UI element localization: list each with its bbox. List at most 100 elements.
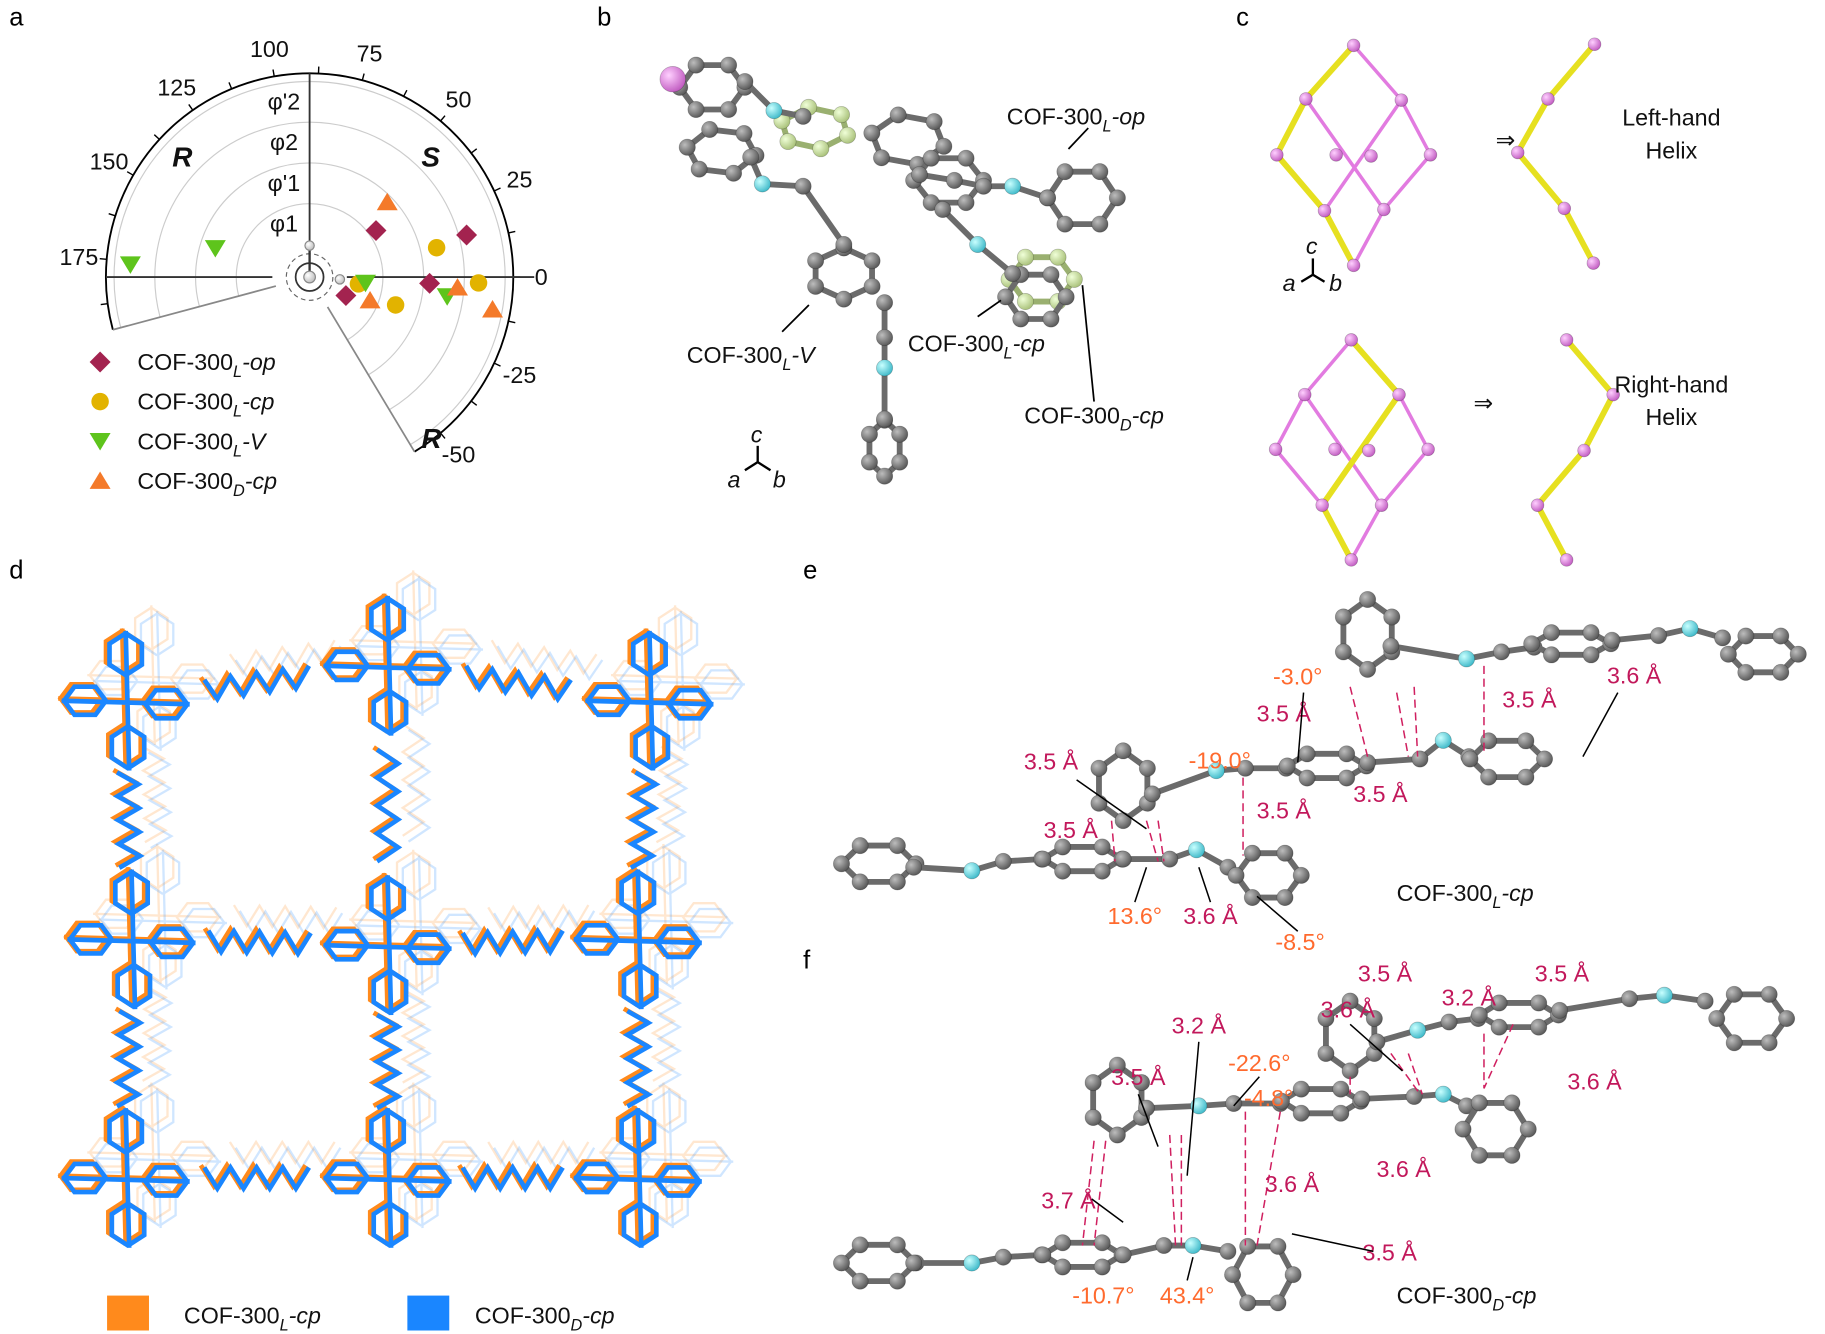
atom bbox=[1577, 443, 1591, 458]
atom bbox=[1298, 745, 1316, 763]
panel-e-title: COF-300L-cp bbox=[1397, 880, 1534, 912]
atom bbox=[1225, 1095, 1243, 1113]
atom bbox=[1655, 986, 1673, 1004]
angle-axis-arc bbox=[105, 72, 515, 453]
atom bbox=[1772, 663, 1790, 681]
bond bbox=[1358, 1093, 1418, 1102]
axis-triad-c: c a b bbox=[1283, 233, 1343, 296]
atom bbox=[945, 171, 963, 189]
label-base: COF-300 bbox=[908, 331, 1004, 357]
atom bbox=[701, 120, 719, 138]
legend-label: COF-300L-cp bbox=[137, 389, 274, 421]
lattice-edge bbox=[1323, 99, 1403, 212]
linker-chain bbox=[490, 639, 598, 676]
data-point-circle bbox=[427, 238, 446, 257]
linker-chain bbox=[400, 988, 427, 1084]
atom bbox=[1434, 1085, 1452, 1103]
angle-label: 43.4° bbox=[1160, 1283, 1215, 1309]
benzene-ring bbox=[367, 965, 405, 1013]
atom bbox=[863, 277, 881, 295]
atom bbox=[1503, 1146, 1521, 1164]
atom bbox=[1272, 1092, 1290, 1110]
distance-label: 3.7 Å bbox=[1041, 1186, 1096, 1213]
right-hand-label-1: Right-hand bbox=[1614, 371, 1728, 397]
atom bbox=[860, 453, 878, 471]
distance-label: 3.5 Å bbox=[1502, 686, 1557, 713]
atom bbox=[1557, 201, 1572, 216]
atom bbox=[1138, 759, 1156, 777]
atom bbox=[1341, 992, 1359, 1010]
atom bbox=[975, 177, 992, 195]
label-cof300d-cp: COF-300D-cp bbox=[1024, 403, 1164, 435]
angle-tick-label: 75 bbox=[357, 40, 383, 66]
atom bbox=[934, 201, 952, 219]
lattice-edge bbox=[1303, 43, 1356, 101]
atom bbox=[1004, 177, 1022, 195]
atom bbox=[1091, 163, 1109, 181]
atom bbox=[1004, 265, 1022, 283]
benzene-ring bbox=[367, 686, 405, 733]
atom bbox=[1789, 645, 1807, 663]
tetrahedral-node bbox=[349, 1082, 478, 1223]
benzene-ring bbox=[175, 669, 220, 700]
angle-tick bbox=[470, 400, 478, 406]
pointer-arrow bbox=[1186, 1256, 1194, 1281]
atom bbox=[1760, 985, 1778, 1003]
label-base: COF-300 bbox=[1024, 403, 1120, 429]
pointer-arrow bbox=[1134, 866, 1148, 903]
left-hand-label-2: Helix bbox=[1646, 137, 1698, 163]
helix-edge bbox=[1561, 206, 1596, 265]
tetrahedral-node bbox=[87, 1082, 216, 1223]
atom bbox=[1530, 1018, 1548, 1036]
atom bbox=[1042, 266, 1060, 284]
linker-chain bbox=[206, 926, 313, 959]
atom bbox=[1093, 838, 1111, 856]
atom bbox=[1284, 1266, 1302, 1284]
benzene-ring bbox=[365, 872, 403, 920]
panel-f-stacking-structure bbox=[833, 985, 1796, 1312]
linker-chain bbox=[140, 984, 168, 1082]
data-point-circle bbox=[469, 274, 488, 292]
atom bbox=[1276, 889, 1294, 907]
atom bbox=[690, 160, 708, 178]
label-cof300l-cp: COF-300L-cp bbox=[908, 331, 1045, 363]
distance-label: 3.6 Å bbox=[1567, 1068, 1622, 1095]
atom bbox=[1317, 203, 1332, 218]
tetrahedral-node bbox=[67, 869, 196, 1010]
legend-swatch-d-cp bbox=[407, 1295, 450, 1331]
atom bbox=[1270, 148, 1284, 162]
label-base: COF-300 bbox=[687, 342, 783, 368]
lattice-edge bbox=[1304, 97, 1386, 211]
atom bbox=[1315, 498, 1329, 512]
atom bbox=[736, 72, 754, 90]
atom bbox=[1737, 663, 1755, 681]
radial-gridline bbox=[113, 80, 506, 446]
tetrahedral-node bbox=[323, 1108, 452, 1248]
distance-label: 3.2 Å bbox=[1172, 1012, 1227, 1039]
distance-label: 3.5 Å bbox=[1111, 1063, 1166, 1090]
benzene-ring bbox=[61, 684, 108, 718]
atom bbox=[1470, 1006, 1488, 1024]
atom bbox=[1606, 387, 1620, 402]
benzene-ring bbox=[404, 932, 452, 966]
atom bbox=[1108, 189, 1126, 207]
benzene-ring bbox=[404, 1165, 452, 1198]
pointer-arrow bbox=[1081, 285, 1095, 402]
atom bbox=[1039, 189, 1057, 207]
atom bbox=[1239, 1237, 1257, 1255]
benzene-ring bbox=[169, 663, 214, 694]
atom bbox=[905, 858, 923, 876]
benzene-ring bbox=[148, 926, 196, 960]
framework-lines bbox=[57, 570, 745, 1248]
atom bbox=[851, 837, 869, 855]
polar-grid bbox=[99, 66, 535, 453]
lattice-edge bbox=[1274, 152, 1327, 213]
atom bbox=[888, 1272, 906, 1290]
label-sub: L bbox=[233, 403, 242, 421]
contact-line bbox=[1168, 1134, 1177, 1246]
atom bbox=[1492, 643, 1510, 661]
data-point-diamond bbox=[365, 220, 387, 242]
linker-chain bbox=[400, 723, 426, 837]
atom bbox=[807, 277, 825, 295]
